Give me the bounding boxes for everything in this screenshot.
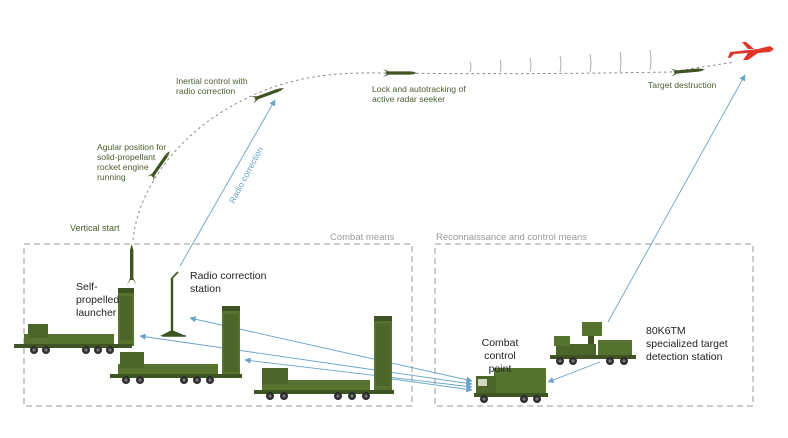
missile-icon (670, 65, 706, 77)
radar-truck-icon (550, 322, 636, 365)
angular-position-label: rocket engine (97, 162, 149, 172)
detect-to-control-link (547, 361, 601, 383)
vertical-start-label: Vertical start (70, 223, 120, 233)
lock-autotracking-label: active radar seeker (372, 94, 445, 104)
angular-position-label: Agular position for (97, 142, 166, 152)
radio-station-label: Radio correction (190, 270, 267, 282)
inertial-control-label: Inertial control with (176, 76, 248, 86)
missile-icon (383, 69, 417, 77)
detection-station-label: detection station (646, 351, 723, 363)
missile-icon (127, 244, 137, 285)
combat-means-frame (23, 243, 413, 407)
radio-links (139, 74, 746, 393)
launcher-truck-icon (254, 316, 394, 400)
lock-autotracking-label: Lock and autotracking of (372, 84, 466, 94)
control-launcher3-link (384, 375, 473, 393)
launcher-label: propelled (76, 294, 119, 306)
control-point-label: Combat (482, 337, 519, 349)
radio-uplink (179, 99, 276, 267)
control-point-label: point (489, 363, 512, 375)
detection-station-label: 80K6TM (646, 325, 686, 337)
detection-link (607, 74, 746, 323)
combat-means-label: Combat means (330, 232, 395, 243)
antenna-mast-icon (160, 271, 186, 337)
launcher-truck-icon (110, 306, 242, 384)
launcher-label: launcher (76, 307, 117, 319)
angular-position-label: running (97, 172, 126, 182)
launcher-label: Self- (76, 281, 98, 293)
radar-waves (469, 49, 652, 73)
radio-station-label: station (190, 283, 221, 295)
control-point-label: control (484, 350, 516, 362)
detection-station-label: specialized target (646, 338, 728, 350)
angular-position-label: solid-propellant (97, 152, 156, 162)
flight-trajectory (132, 61, 736, 241)
inertial-control-label: radio correction (176, 86, 235, 96)
radio-correction-line-label: Radio correction (227, 145, 265, 205)
launcher-truck-icon (14, 288, 134, 354)
target-destruction-label: Target destruction (648, 80, 717, 90)
recon-means-label: Reconnaissance and control means (436, 232, 587, 243)
fighter-jet-icon (728, 42, 774, 60)
control-truck-icon (474, 368, 548, 403)
